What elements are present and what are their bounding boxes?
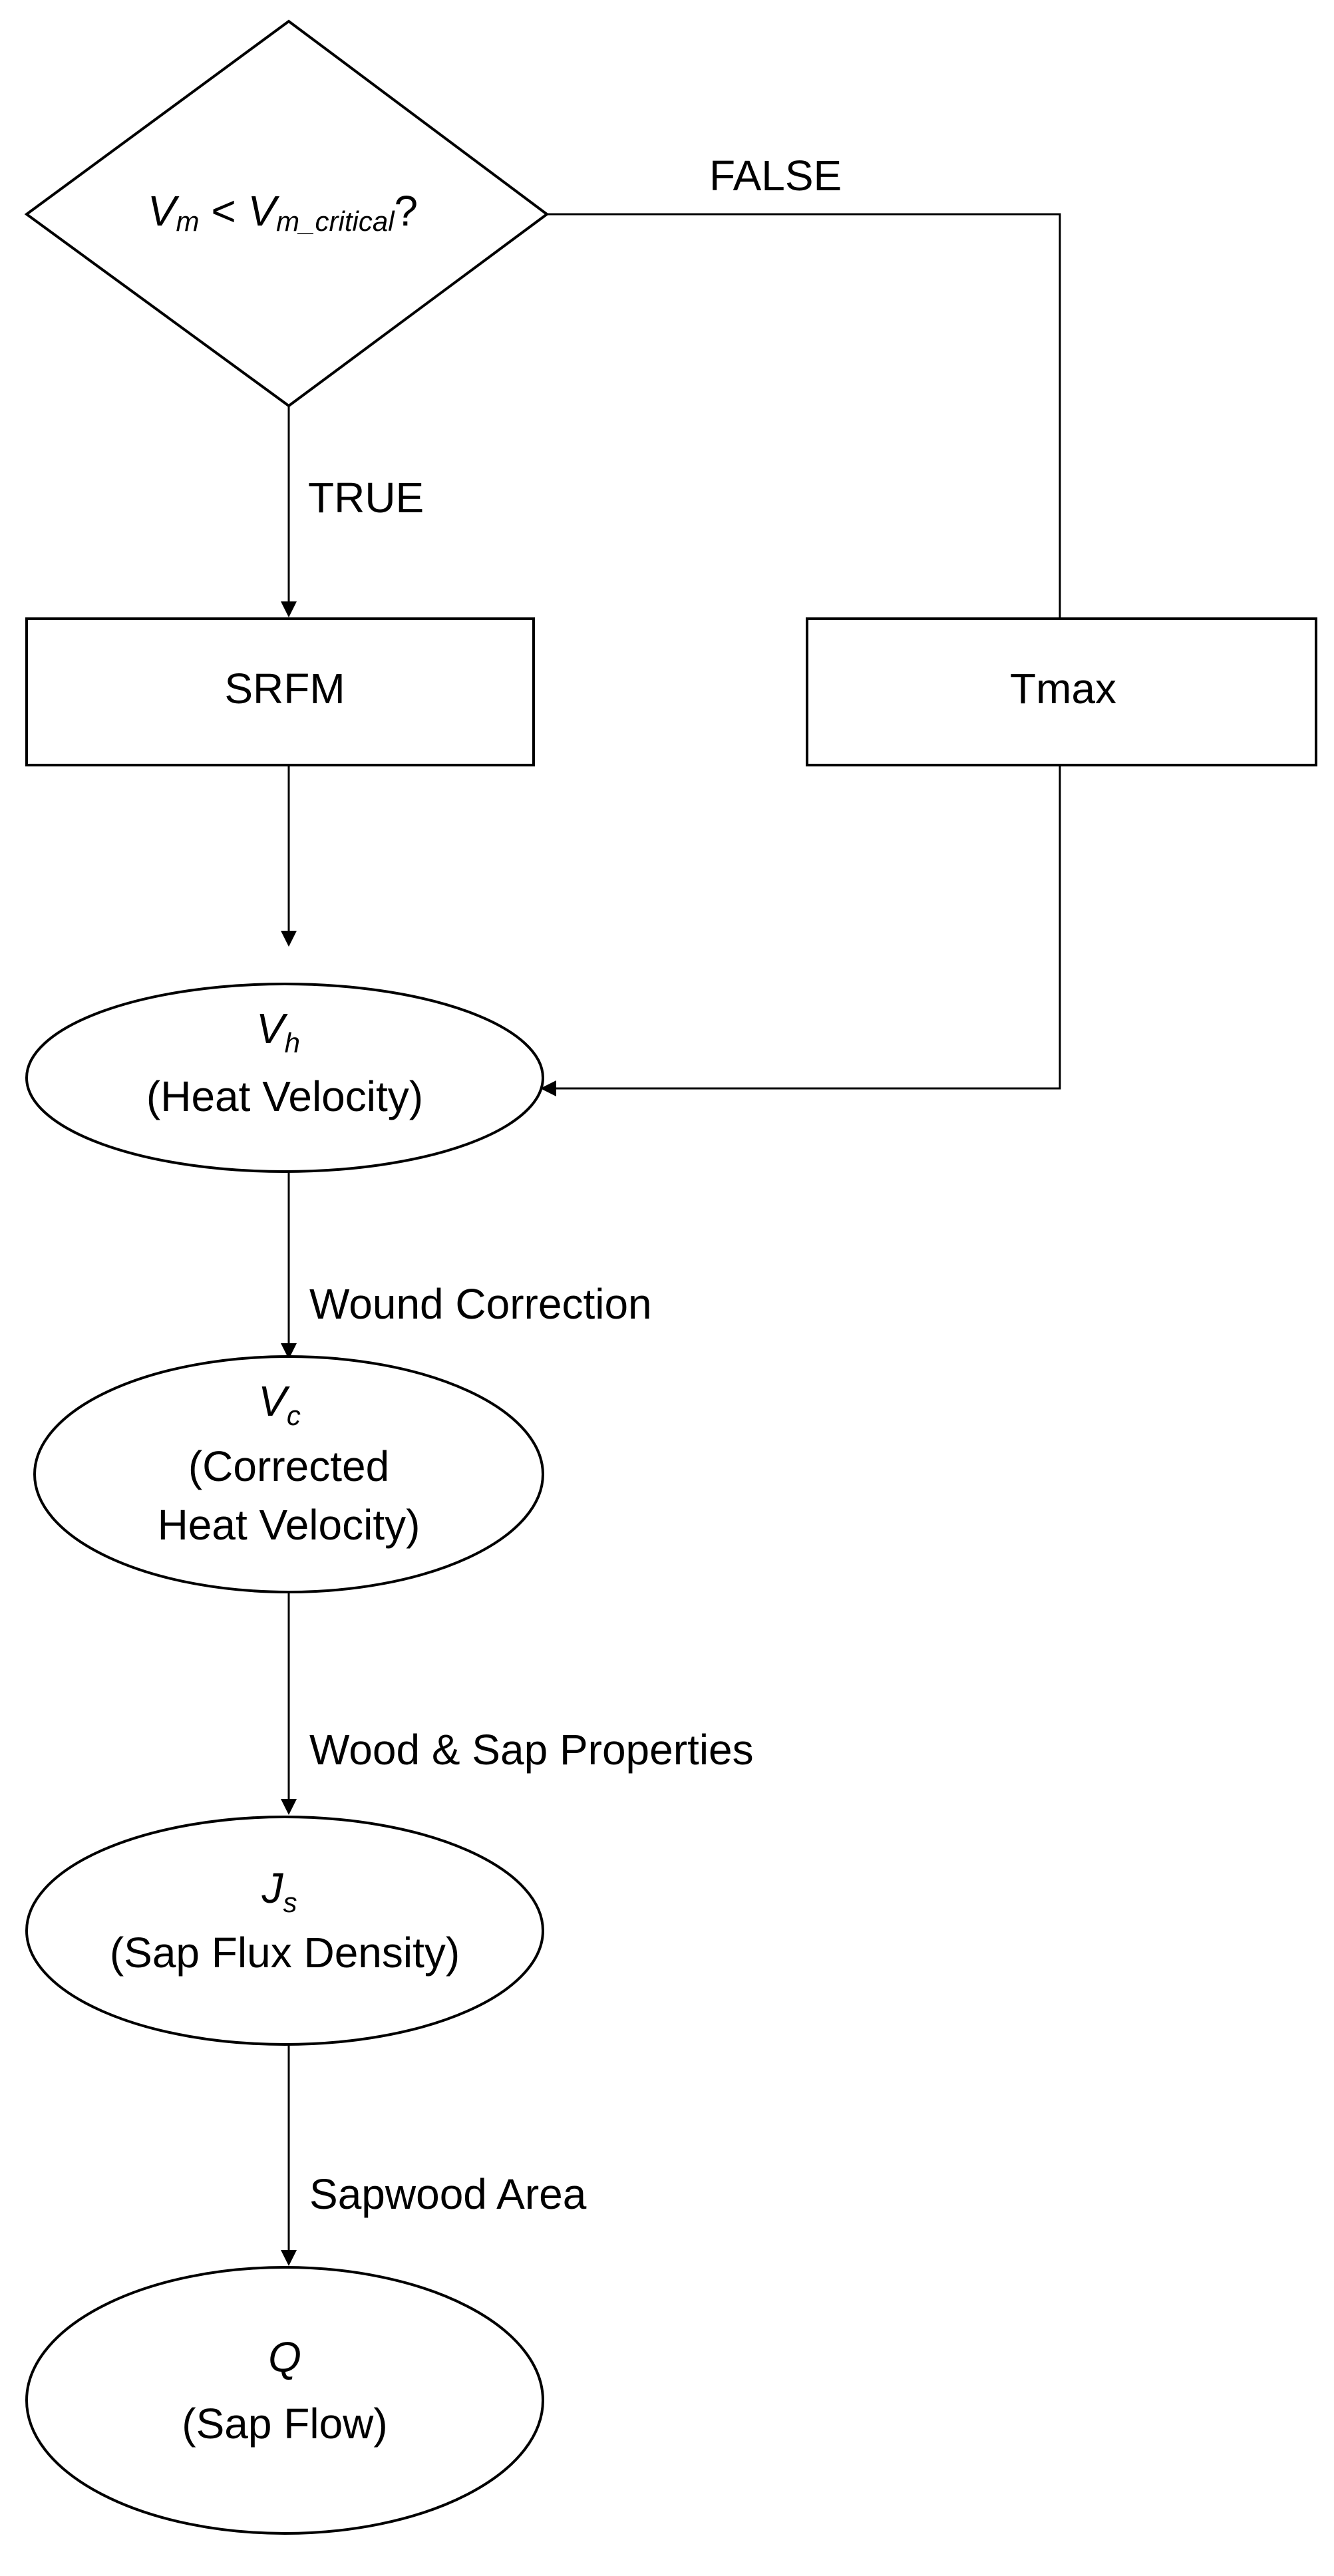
- corrected-velocity-node: Vc (Corrected Heat Velocity): [33, 1355, 544, 1593]
- sap-flow-symbol: Q: [268, 2333, 301, 2381]
- wood-sap-properties-label: Wood & Sap Properties: [309, 1726, 754, 1774]
- sap-flux-density-node: Js (Sap Flux Density): [25, 1816, 544, 2046]
- decision-condition: Vm < Vm_critical?: [148, 187, 418, 237]
- tmax-node: Tmax: [806, 617, 1317, 766]
- heat-velocity-symbol: Vh: [256, 1005, 300, 1058]
- wound-correction-label: Wound Correction: [309, 1280, 652, 1328]
- decision-node: Vm < Vm_critical?: [24, 19, 550, 408]
- sapwood-area-label: Sapwood Area: [309, 2170, 587, 2218]
- corrected-velocity-label-line2: Heat Velocity): [158, 1501, 420, 1549]
- edge-decision-to-tmax: [547, 213, 1061, 619]
- edge-tmax-to-heat-velocity: [540, 765, 1061, 1096]
- sap-flow-label: (Sap Flow): [182, 2400, 387, 2448]
- sap-flow-node: Q (Sap Flow): [25, 2266, 544, 2535]
- heat-velocity-label: (Heat Velocity): [146, 1072, 423, 1120]
- srfm-label: SRFM: [224, 665, 345, 713]
- true-label: TRUE: [308, 474, 424, 522]
- tmax-label: Tmax: [1010, 665, 1116, 713]
- heat-velocity-node: Vh (Heat Velocity): [25, 983, 544, 1173]
- corrected-velocity-symbol: Vc: [258, 1377, 301, 1431]
- srfm-node: SRFM: [25, 617, 535, 766]
- sap-flux-density-symbol: Js: [261, 1864, 297, 1918]
- sap-flux-density-label: (Sap Flux Density): [110, 1929, 460, 1977]
- corrected-velocity-label-line1: (Corrected: [188, 1442, 389, 1490]
- false-label: FALSE: [709, 152, 842, 200]
- connectors: [281, 213, 1061, 2266]
